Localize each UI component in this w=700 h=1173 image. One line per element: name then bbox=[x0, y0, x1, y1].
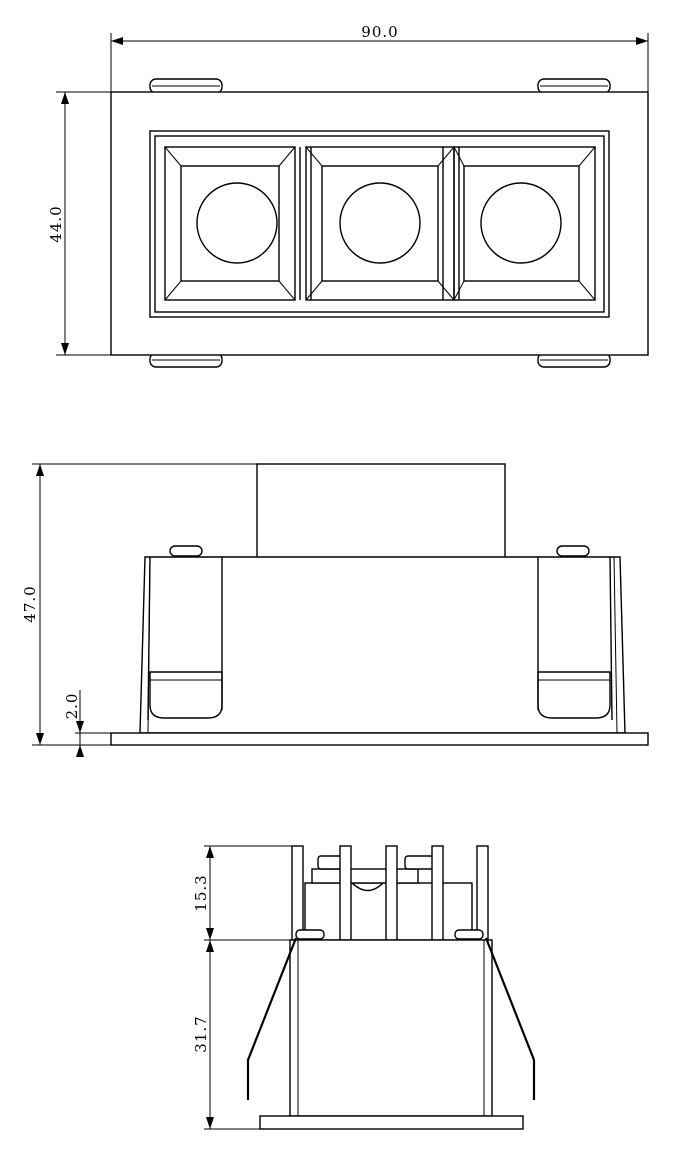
side-clip-left bbox=[147, 545, 223, 721]
side-view: 47.0 2.0 bbox=[21, 463, 649, 757]
dimension-end-lower-label: 31.7 bbox=[192, 1015, 210, 1052]
end-spring-left bbox=[246, 937, 298, 1100]
side-body bbox=[139, 556, 626, 734]
dimension-side-height: 47.0 bbox=[21, 463, 257, 746]
dimension-width: 90.0 bbox=[110, 23, 649, 92]
top-view: 90.0 44.0 bbox=[47, 23, 649, 368]
dimension-end-upper-label: 15.3 bbox=[192, 874, 210, 911]
dimension-side-height-label: 47.0 bbox=[21, 585, 39, 622]
end-flange bbox=[259, 1115, 524, 1130]
dimension-width-label: 90.0 bbox=[361, 23, 398, 41]
lens-3 bbox=[480, 182, 562, 264]
dimension-flange-label: 2.0 bbox=[63, 693, 81, 720]
side-driver-box bbox=[256, 463, 506, 559]
dimension-end-upper: 15.3 bbox=[192, 845, 292, 941]
lens-cell-1 bbox=[164, 146, 296, 301]
dimension-end-lower: 31.7 bbox=[192, 940, 260, 1130]
dimension-flange: 2.0 bbox=[63, 690, 111, 757]
lens-cell-3 bbox=[453, 146, 596, 301]
top-aperture-inner bbox=[154, 135, 605, 313]
lens-1 bbox=[196, 182, 278, 264]
end-spring-right bbox=[484, 937, 536, 1100]
end-body bbox=[289, 939, 493, 1117]
top-aperture-outer bbox=[149, 130, 610, 318]
lens-2 bbox=[339, 182, 421, 264]
side-flange bbox=[110, 732, 649, 746]
end-connector bbox=[311, 868, 419, 884]
dimension-top-height-label: 44.0 bbox=[47, 205, 65, 242]
side-clip-right bbox=[537, 545, 613, 721]
dimension-top-height: 44.0 bbox=[47, 91, 111, 356]
end-view: 15.3 31.7 bbox=[192, 845, 536, 1130]
